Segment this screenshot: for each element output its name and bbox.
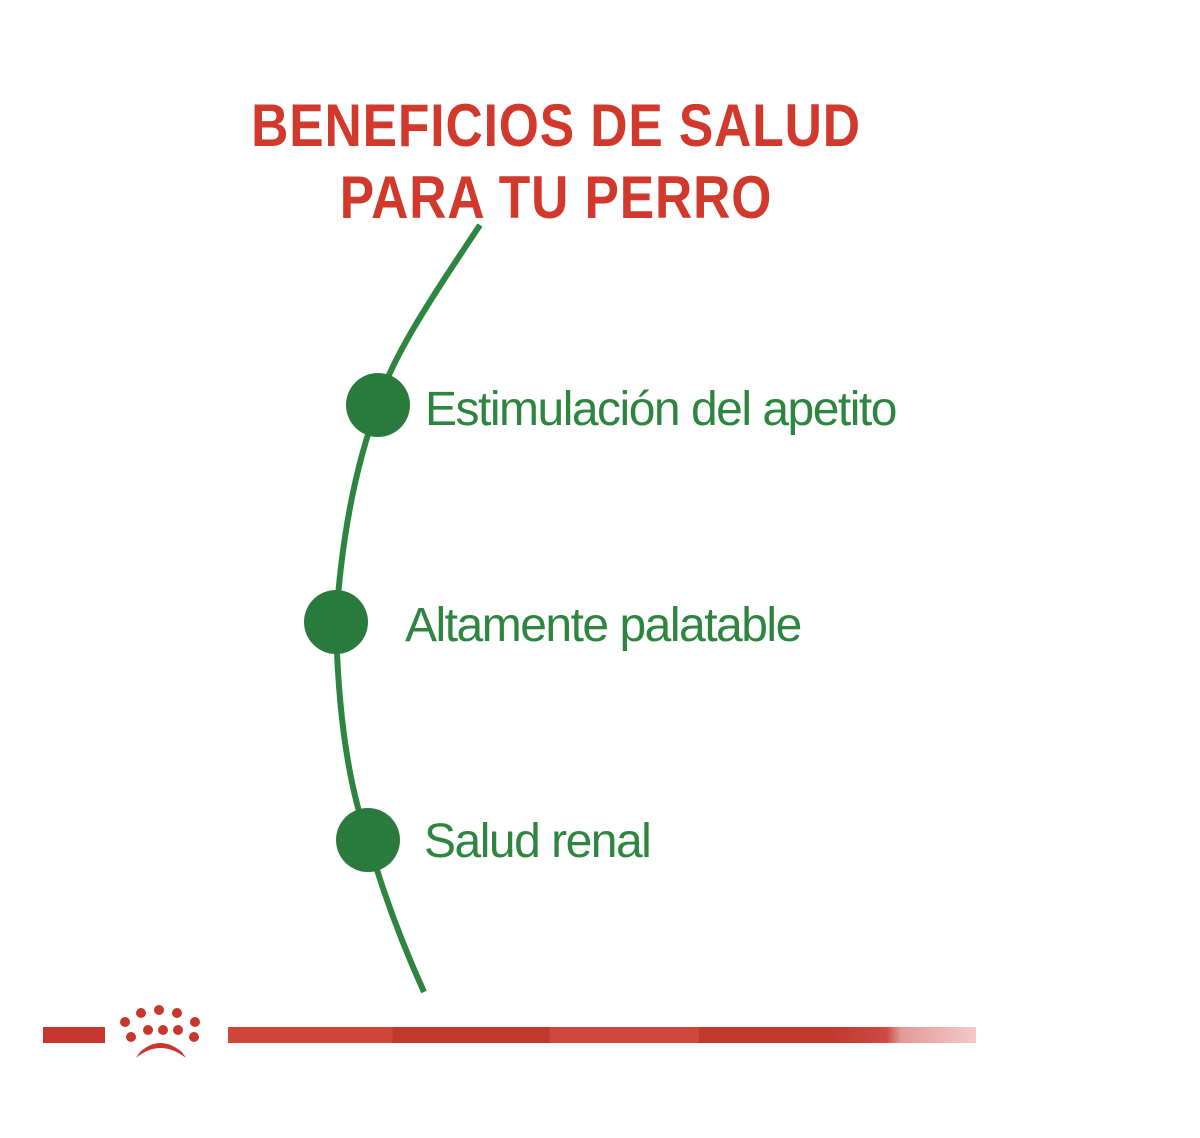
title-line-2: PARA TU PERRO: [339, 164, 773, 231]
brand-bar-right: [228, 1027, 976, 1043]
benefit-label: Salud renal: [424, 815, 652, 868]
timeline-dot-3: [336, 808, 400, 872]
title-line-1: BENEFICIOS DE SALUD: [251, 92, 861, 159]
timeline-dot-1: [346, 373, 410, 437]
brand-bar-left: [43, 1027, 105, 1043]
benefit-label: Altamente palatable: [405, 599, 802, 652]
timeline-dot-2: [304, 590, 368, 654]
benefit-label: Estimulación del apetito: [425, 383, 897, 436]
royal-crown-icon: [120, 1005, 200, 1058]
